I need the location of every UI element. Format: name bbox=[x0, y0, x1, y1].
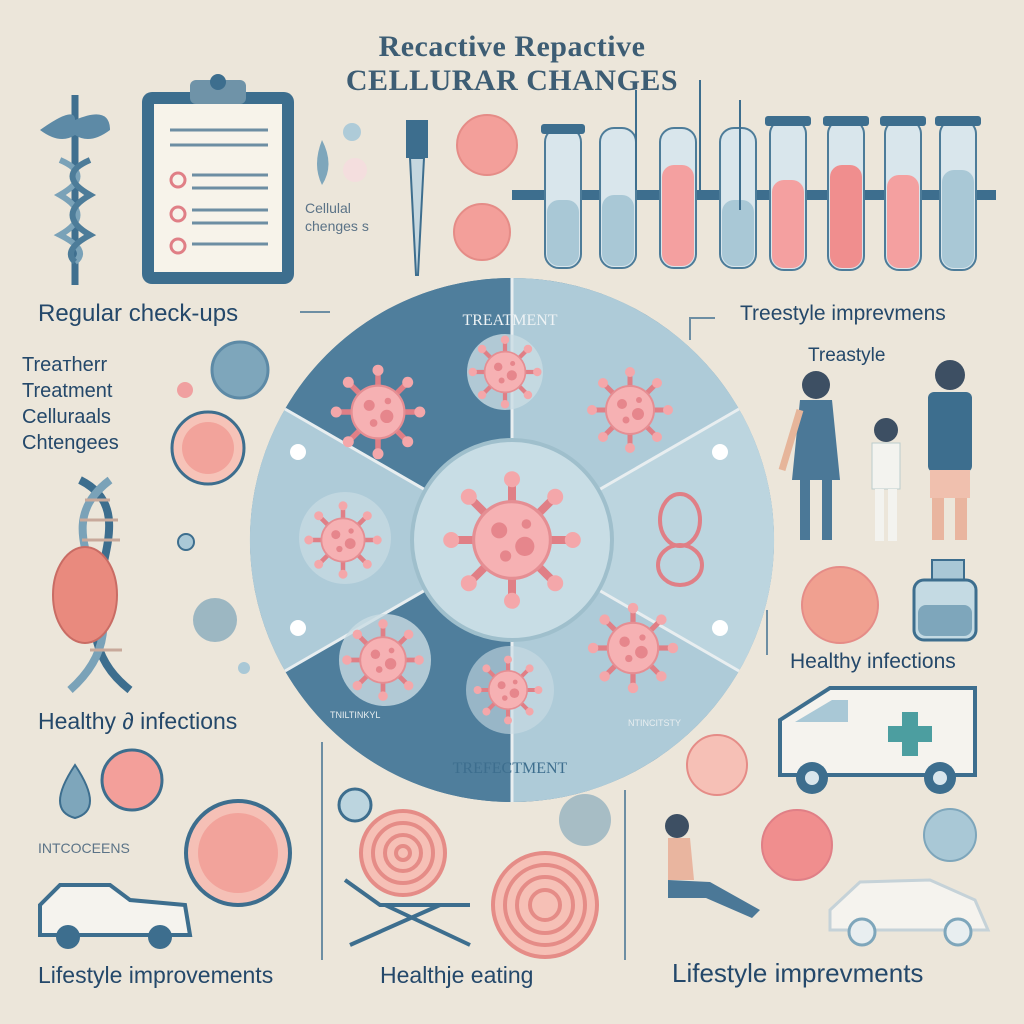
cell-icon bbox=[453, 203, 511, 261]
dot-icon bbox=[238, 662, 250, 674]
virus-icon bbox=[443, 471, 581, 609]
wheel-label-small-right: Ntincitsty bbox=[628, 718, 681, 728]
dna-icon bbox=[52, 476, 133, 694]
label-healthy-infections-right: Healthy infections bbox=[790, 650, 956, 673]
label-healthy-infections-left: Healthy ∂ infections bbox=[38, 708, 238, 734]
treatment-line: Chtengees bbox=[22, 432, 119, 454]
drop-icon bbox=[317, 140, 329, 185]
treatment-line: Treaтherr bbox=[22, 354, 108, 376]
family-icon bbox=[778, 360, 972, 541]
treatment-line: Celluraals bbox=[22, 406, 111, 428]
virus-icon bbox=[304, 501, 381, 578]
wheel-label-top: Treatment bbox=[462, 312, 558, 329]
target-icon bbox=[359, 809, 447, 897]
microbe-icon bbox=[559, 794, 611, 846]
label-intcoceens: Intcoceens bbox=[38, 840, 130, 856]
label-treatment-block: Treaтherr Treatment Celluraals Chtengees bbox=[22, 352, 119, 456]
label-healthy-eating: Healthje eating bbox=[380, 962, 534, 988]
dot-icon bbox=[177, 533, 195, 551]
dot-icon bbox=[343, 123, 361, 141]
dot-icon bbox=[177, 382, 193, 398]
lounge-chair-icon bbox=[343, 878, 471, 947]
ring-icon bbox=[337, 787, 373, 823]
virus-icon bbox=[587, 367, 673, 453]
label-lifestyle-right: Lifestyle imprevments bbox=[672, 958, 924, 988]
virus-icon bbox=[468, 335, 541, 408]
microbe-icon bbox=[193, 598, 237, 642]
test-tubes-icon bbox=[512, 80, 996, 271]
car-icon bbox=[38, 883, 193, 949]
wheel-segment bbox=[512, 409, 775, 671]
cell-icon bbox=[456, 114, 518, 176]
label-changes-small: chenges s bbox=[305, 218, 369, 234]
treatment-line: Treatment bbox=[22, 380, 113, 402]
drop-icon bbox=[59, 763, 91, 820]
dot-icon bbox=[343, 158, 367, 182]
cell-icon bbox=[100, 748, 164, 812]
pipette-icon bbox=[406, 120, 428, 276]
label-lifestyle-left: Lifestyle improvements bbox=[38, 962, 274, 988]
cell-icon bbox=[923, 808, 977, 862]
virus-icon bbox=[588, 603, 678, 693]
page-title-line2: Cellurar Changes bbox=[345, 64, 679, 97]
label-treestyle-improvements: Treestyle imprevmens bbox=[740, 302, 946, 325]
cell-icon bbox=[686, 734, 748, 796]
person-icon bbox=[665, 814, 760, 918]
label-cellular-small: Cellulal bbox=[305, 200, 351, 216]
cell-icon bbox=[761, 809, 833, 881]
wheel-label-small-left: Tniltinkyl bbox=[330, 710, 381, 720]
ambulance-icon bbox=[778, 686, 977, 794]
ring-icon bbox=[656, 492, 704, 587]
car-icon bbox=[828, 878, 991, 947]
page-title-line1: Recactive Repactive bbox=[378, 30, 646, 63]
virus-icon bbox=[331, 365, 426, 460]
caduceus-icon bbox=[40, 95, 110, 285]
target-icon bbox=[491, 851, 599, 959]
label-regular-checkups: Regular check-ups bbox=[38, 300, 239, 327]
virus-icon bbox=[474, 656, 543, 725]
cell-icon bbox=[801, 566, 879, 644]
cell-icon bbox=[210, 340, 270, 400]
jar-icon bbox=[912, 559, 978, 642]
wheel-label-bottom: Trefectment bbox=[452, 760, 568, 777]
clipboard-icon bbox=[142, 74, 294, 284]
label-treestyle: Treastyle bbox=[808, 345, 886, 366]
virus-icon bbox=[342, 619, 424, 701]
